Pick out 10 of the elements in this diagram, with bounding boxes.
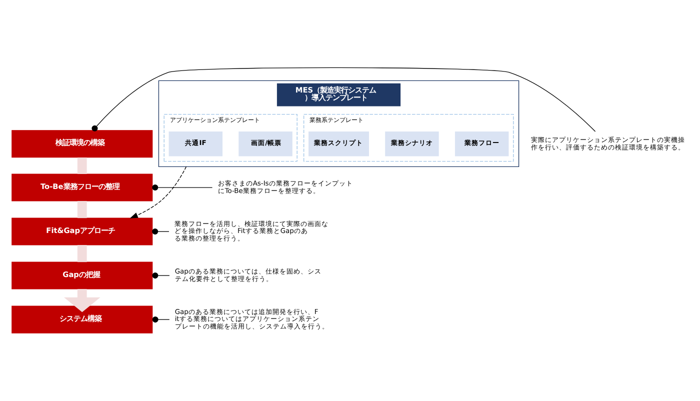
connector (152, 228, 170, 235)
arrow (130, 166, 187, 218)
connector (77, 157, 87, 174)
arrow (64, 289, 100, 312)
connector (152, 184, 213, 191)
connector (152, 272, 170, 279)
connector (77, 201, 87, 218)
connector (152, 316, 170, 323)
connector (92, 67, 596, 132)
connector (77, 245, 87, 262)
